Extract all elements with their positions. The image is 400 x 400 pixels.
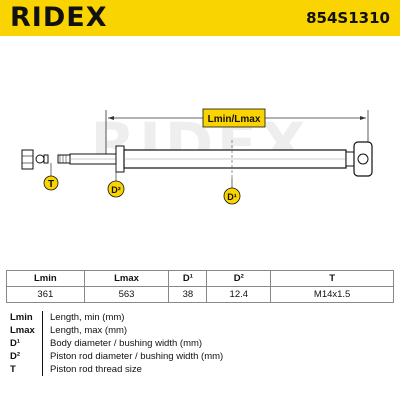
legend-desc: Length, max (mm) xyxy=(50,325,128,336)
part-number: 854S1310 xyxy=(306,9,390,27)
specs-value-d1: 38 xyxy=(168,286,208,303)
length-dimension: Lmin/Lmax xyxy=(105,108,369,154)
legend-desc: Body diameter / bushing width (mm) xyxy=(50,338,203,349)
specs-value-d2: 12.4 xyxy=(206,286,272,303)
legend-item: D² Piston rod diameter / bushing width (… xyxy=(10,350,223,363)
legend-key: D² xyxy=(10,350,43,363)
specs-value-lmin: 361 xyxy=(6,286,85,303)
brand-logo: RIDEX xyxy=(10,2,108,33)
specs-header-t: T xyxy=(270,270,394,287)
specs-header-lmin: Lmin xyxy=(6,270,85,287)
legend-item: D¹ Body diameter / bushing width (mm) xyxy=(10,337,223,350)
legend-item: Lmax Length, max (mm) xyxy=(10,324,223,337)
specs-header-d2: D² xyxy=(206,270,272,287)
shock-absorber-drawing: RIDEX Lmin/Lmax xyxy=(21,108,373,205)
legend-key: D¹ xyxy=(10,337,43,350)
callout-t-label: T xyxy=(48,179,54,190)
callout-d2-label: D² xyxy=(111,185,121,195)
legend-desc: Piston rod diameter / bushing width (mm) xyxy=(50,351,224,362)
piston-rod xyxy=(57,153,117,165)
callout-t: T xyxy=(43,163,59,191)
specs-value-row: 361 563 38 12.4 M14x1.5 xyxy=(6,286,394,303)
eye-bushing xyxy=(345,141,373,177)
callout-d1: D¹ xyxy=(223,178,241,205)
specs-header-lmax: Lmax xyxy=(83,270,170,287)
legend-key: Lmin xyxy=(10,311,43,324)
header-bar: RIDEX 854S1310 xyxy=(0,0,400,36)
legend-desc: Length, min (mm) xyxy=(50,312,125,323)
specs-header-d1: D¹ xyxy=(168,270,208,287)
specs-header-row: Lmin Lmax D¹ D² T xyxy=(6,270,394,287)
callout-d1-label: D¹ xyxy=(227,192,237,202)
callout-d2: D² xyxy=(107,164,125,198)
specs-table: Lmin Lmax D¹ D² T 361 563 38 12.4 M14x1.… xyxy=(6,270,394,303)
legend-desc: Piston rod thread size xyxy=(50,364,142,375)
specs-value-t: M14x1.5 xyxy=(270,286,394,303)
legend-item: Lmin Length, min (mm) xyxy=(10,311,223,324)
dimension-label: Lmin/Lmax xyxy=(208,114,261,125)
nut-icon xyxy=(21,149,49,170)
legend: Lmin Length, min (mm) Lmax Length, max (… xyxy=(10,311,223,376)
specs-value-lmax: 563 xyxy=(83,286,170,303)
legend-key: T xyxy=(10,363,43,376)
legend-key: Lmax xyxy=(10,324,43,337)
legend-item: T Piston rod thread size xyxy=(10,363,223,376)
